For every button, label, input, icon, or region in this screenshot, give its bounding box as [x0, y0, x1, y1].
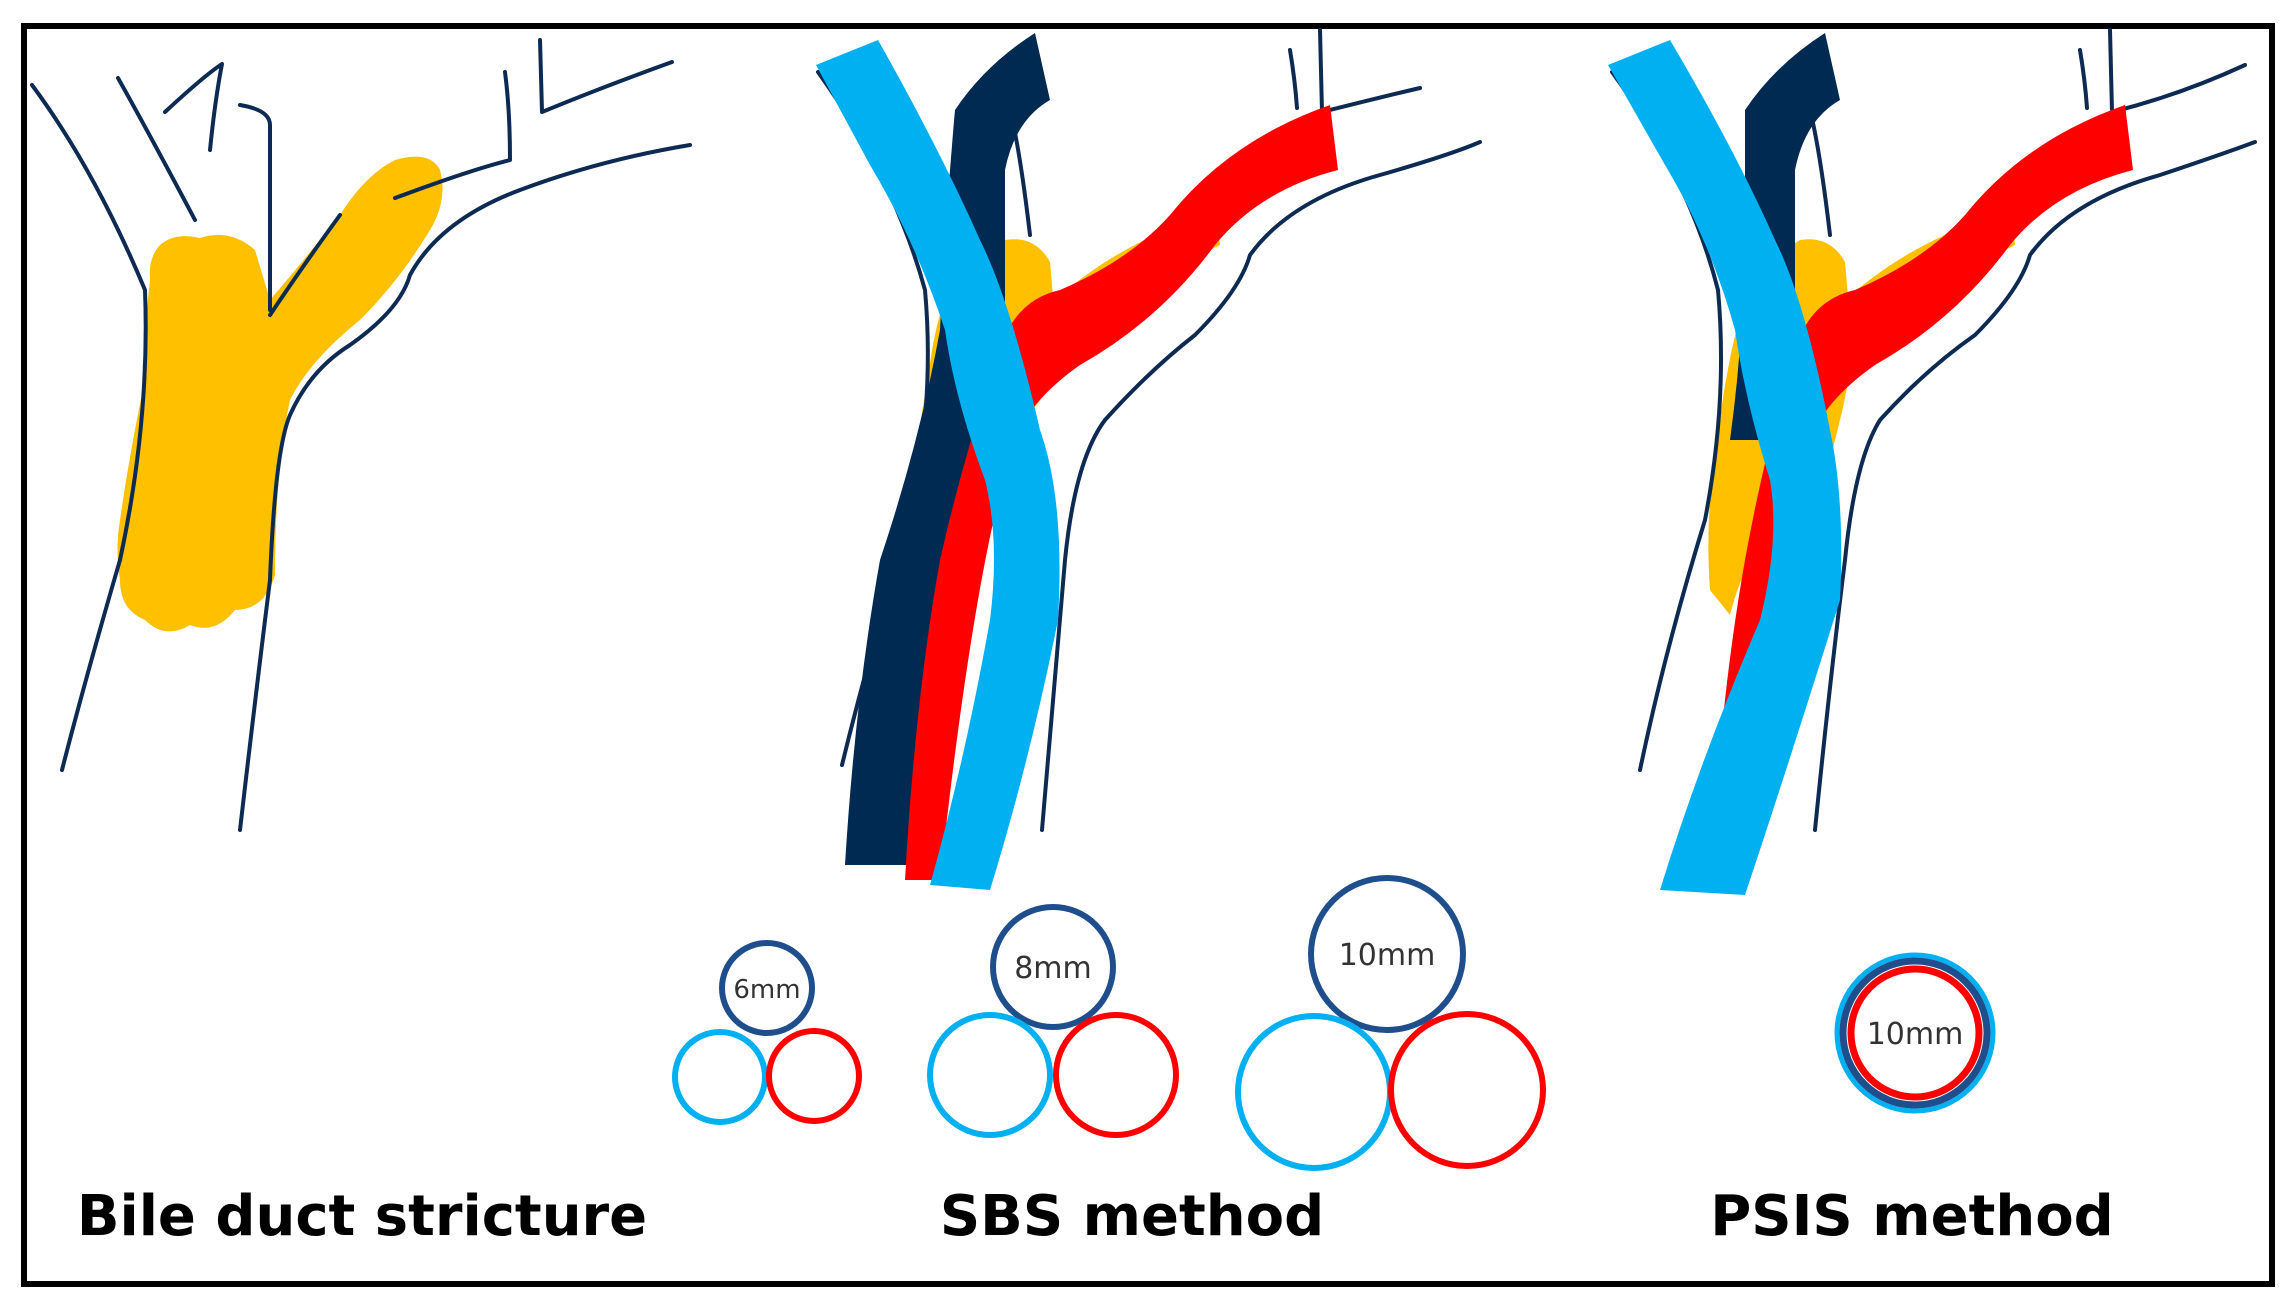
blue-stent-ring: [672, 1029, 768, 1125]
duct-branch-2: [163, 62, 224, 152]
sbs-cross-section-10mm: 10mm: [1235, 875, 1546, 1171]
duct-branch: [1288, 48, 1299, 110]
blue-stent-ring: [927, 1012, 1053, 1138]
size-label: 8mm: [1014, 951, 1092, 986]
red-stent-ring: [1388, 1011, 1546, 1169]
sbs-cross-section-6mm: 6mm: [672, 940, 862, 1125]
caption-psis-method: PSIS method: [1710, 1184, 2114, 1249]
red-stent-ring: [1053, 1012, 1179, 1138]
blue-stent-ring: [1834, 952, 1996, 1114]
duct-branch-4: [268, 213, 342, 317]
navy-stent-ring: [719, 940, 815, 1036]
panel-psis-method: [1608, 28, 2257, 895]
duct-outline-lower-right: [1040, 140, 1482, 832]
duct-branch-6: [538, 38, 674, 114]
sbs-cross-section-8mm: 8mm: [927, 904, 1179, 1138]
size-label: 6mm: [733, 975, 800, 1005]
size-label: 10mm: [1867, 1017, 1964, 1052]
duct-branch-1: [116, 76, 197, 222]
navy-stent-ring: [1308, 875, 1466, 1033]
duct-outline-left: [30, 83, 148, 772]
stricture-region: [117, 156, 443, 632]
duct-branch: [2078, 48, 2089, 110]
panel-sbs-method: [816, 28, 1482, 890]
psis-cross-section-10mm: 10mm: [1834, 952, 1996, 1114]
size-label: 10mm: [1339, 938, 1436, 973]
navy-stent-ring: [1839, 957, 1991, 1109]
caption-sbs-method: SBS method: [940, 1184, 1324, 1249]
duct-branch-3: [238, 103, 272, 312]
duct-outline-lower-right: [238, 143, 692, 832]
duct-outline-lower-right: [1813, 140, 2257, 832]
stent-light-blue: [816, 40, 1060, 890]
caption-bile-duct-stricture: Bile duct stricture: [77, 1184, 647, 1249]
red-stent-ring: [1847, 965, 1983, 1101]
panel-bile-duct-stricture: [30, 38, 692, 832]
red-stent-ring: [766, 1028, 862, 1124]
navy-stent-ring: [990, 904, 1116, 1030]
stent-dark-navy: [845, 33, 1050, 865]
stent-light-blue: [1608, 40, 1842, 895]
duct-branch-5: [393, 70, 512, 200]
